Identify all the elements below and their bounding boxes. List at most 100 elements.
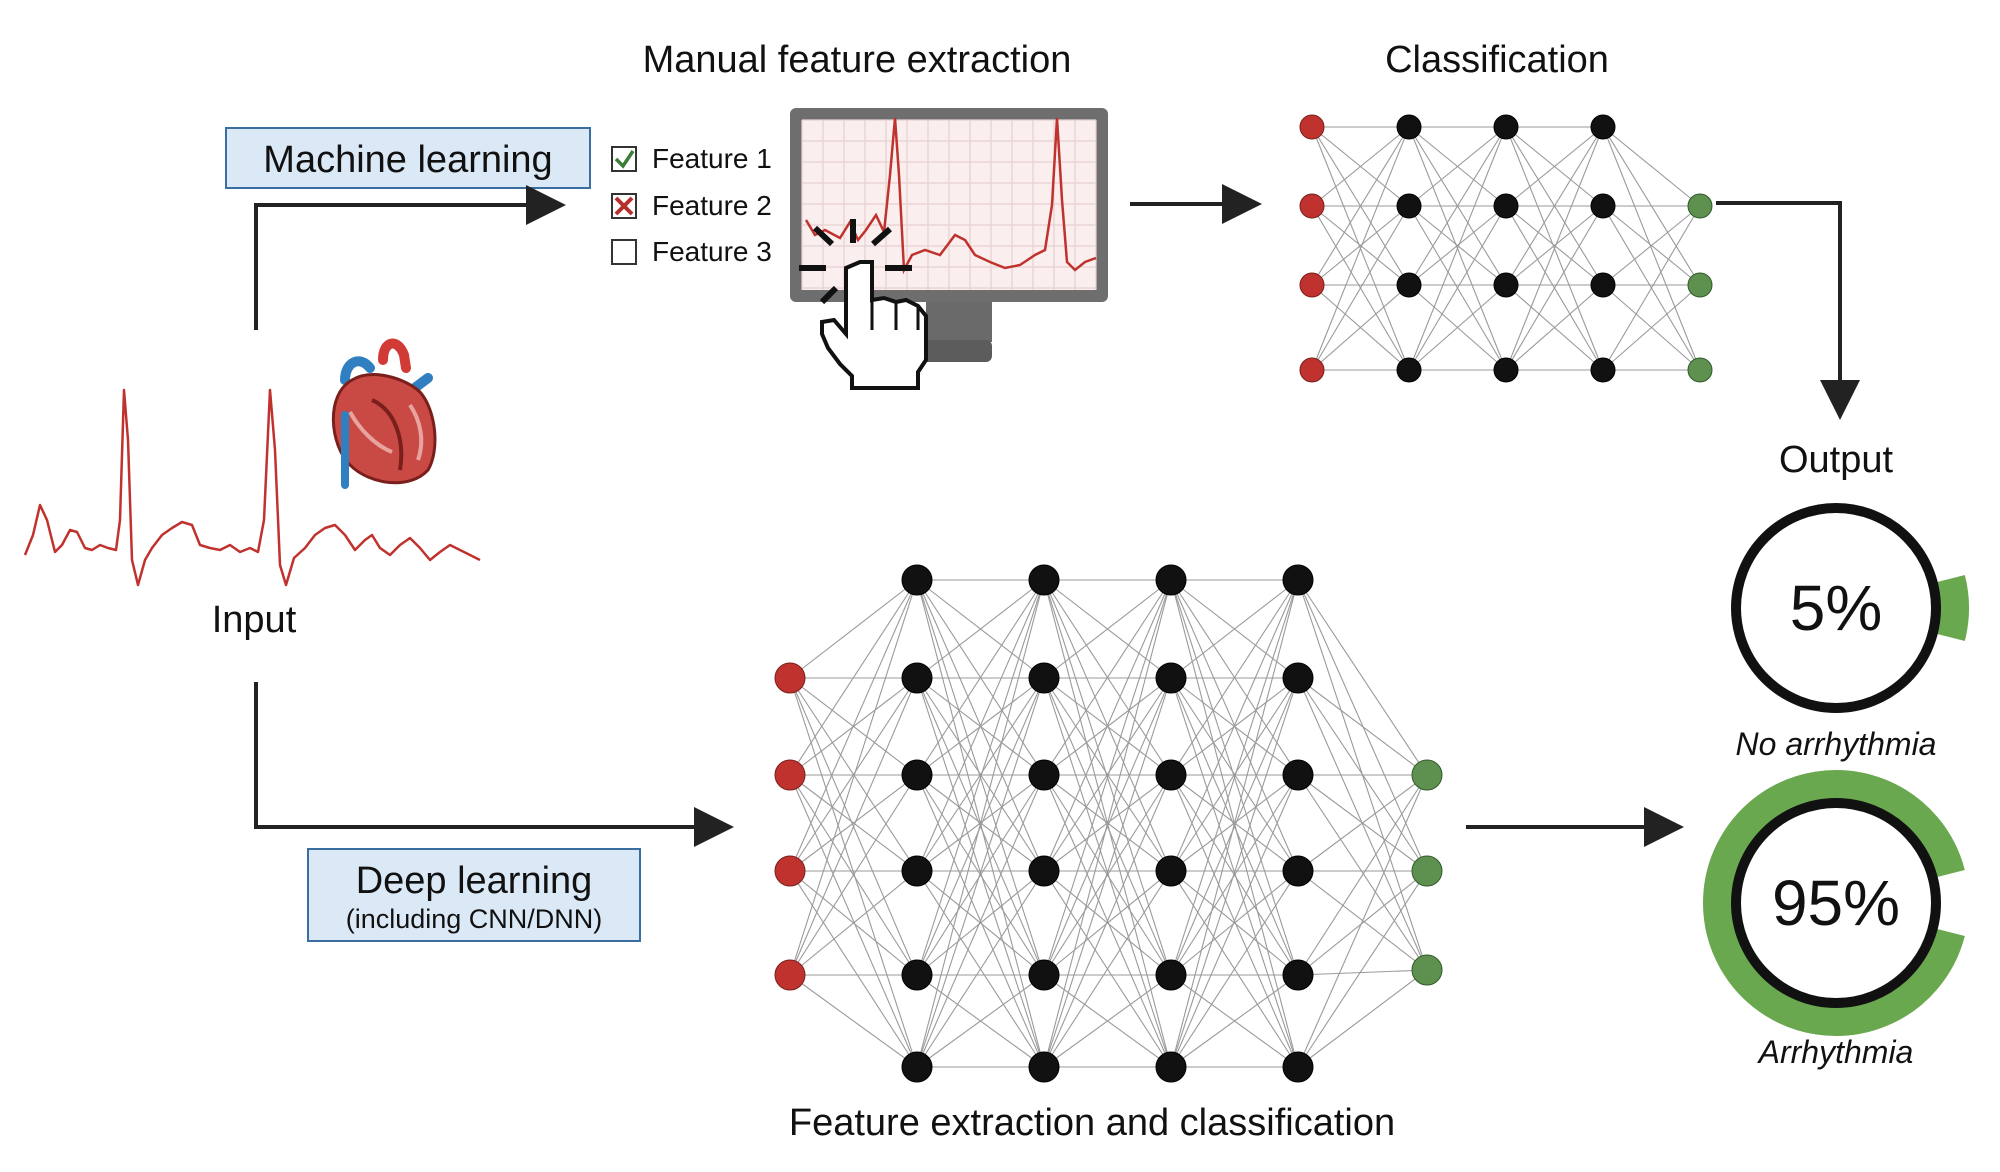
dl-connection	[1043, 677, 1172, 872]
dl-input-node	[774, 855, 806, 887]
dl-hidden-node	[1282, 662, 1314, 694]
dl-connection	[789, 774, 918, 1068]
ml-hidden-node	[1493, 272, 1519, 298]
arrow-input-to-dl	[254, 682, 734, 847]
dl-input-node	[774, 662, 806, 694]
dl-connection	[1043, 579, 1172, 1068]
dl-hidden-node	[901, 662, 933, 694]
dl-connection	[789, 677, 918, 976]
ml-connection	[1408, 126, 1507, 371]
dl-output-node	[1411, 855, 1443, 887]
ml-neural-network	[1299, 114, 1713, 383]
ml-connection	[1408, 126, 1507, 286]
ml-connection	[1505, 284, 1604, 371]
dl-hidden-node	[901, 959, 933, 991]
dl-connection	[789, 579, 918, 872]
dl-connection	[1297, 774, 1428, 872]
ml-hidden-node	[1590, 357, 1616, 383]
dl-connection	[1170, 579, 1299, 976]
ml-output-node	[1687, 272, 1713, 298]
feature-3-label: Feature 3	[652, 236, 772, 267]
dl-connection	[789, 579, 918, 776]
gauge-label-no-arrhythmia: No arrhythmia	[1736, 726, 1937, 762]
feature-1-item[interactable]: Feature 1	[611, 143, 772, 174]
ml-connection	[1311, 126, 1410, 286]
output-gauge-no-arrhythmia: 5% No arrhythmia	[1731, 503, 1969, 762]
title-feature-extraction-and-classification: Feature extraction and classification	[789, 1102, 1395, 1144]
dl-hidden-node	[1155, 759, 1187, 791]
dl-hidden-node	[1028, 759, 1060, 791]
dl-connection	[789, 774, 918, 976]
feature-2-item[interactable]: Feature 2	[611, 190, 772, 221]
title-manual-feature-extraction: Manual feature extraction	[643, 39, 1072, 81]
dl-connection	[916, 579, 1045, 976]
ml-hidden-node	[1493, 357, 1519, 383]
dl-hidden-node	[1028, 855, 1060, 887]
dl-hidden-node	[1282, 959, 1314, 991]
feature-3-item[interactable]: Feature 3	[611, 236, 772, 267]
gauge-arc-arrhythmia	[1703, 770, 1965, 1036]
dl-connection	[789, 579, 918, 679]
ml-connection	[1408, 126, 1507, 207]
dl-connection	[916, 579, 1045, 872]
ml-hidden-node	[1396, 114, 1422, 140]
dl-hidden-node	[1155, 959, 1187, 991]
gauge-value-arrhythmia: 95%	[1772, 867, 1900, 939]
dl-connection	[1297, 579, 1428, 776]
deep-learning-sublabel: (including CNN/DNN)	[346, 904, 603, 934]
ml-connection	[1505, 205, 1604, 286]
title-output: Output	[1779, 439, 1894, 481]
ml-connection	[1311, 126, 1410, 207]
dl-hidden-node	[1282, 855, 1314, 887]
hand-pointer-icon	[799, 219, 928, 390]
gauge-ring-no-arrhythmia	[1731, 503, 1941, 713]
ml-output-node	[1687, 357, 1713, 383]
dl-hidden-node	[1282, 1051, 1314, 1083]
ml-connection	[1311, 126, 1410, 371]
dl-hidden-node	[901, 759, 933, 791]
ml-connection	[1602, 205, 1701, 371]
dl-connections	[789, 579, 1428, 1068]
dl-connection	[916, 677, 1045, 976]
dl-hidden-node	[1028, 564, 1060, 596]
ml-connection	[1408, 284, 1507, 371]
dl-hidden-node	[901, 855, 933, 887]
dl-connection	[789, 774, 918, 872]
dl-output-node	[1411, 954, 1443, 986]
feature-1-label: Feature 1	[652, 143, 772, 174]
heart-icon	[331, 338, 437, 489]
dl-connection	[789, 677, 918, 1068]
ml-connection	[1311, 284, 1410, 371]
ml-input-node	[1299, 193, 1325, 219]
dl-connection	[916, 677, 1045, 872]
dl-hidden-node	[1155, 855, 1187, 887]
ml-hidden-node	[1590, 193, 1616, 219]
dl-connection	[1043, 579, 1172, 776]
ml-hidden-node	[1396, 193, 1422, 219]
ml-connection	[1505, 126, 1604, 207]
dl-connection	[1170, 579, 1299, 679]
dl-hidden-node	[901, 564, 933, 596]
ml-connection	[1602, 126, 1701, 371]
ml-hidden-node	[1493, 193, 1519, 219]
dl-connection	[1170, 677, 1299, 1068]
dl-connection	[1297, 969, 1428, 1068]
dl-hidden-node	[1155, 1051, 1187, 1083]
dl-connection	[916, 870, 1045, 1068]
arrow-classification-to-output	[1716, 201, 1860, 420]
dl-hidden-node	[1282, 759, 1314, 791]
dl-connection	[1043, 677, 1172, 1068]
dl-hidden-node	[901, 1051, 933, 1083]
output-gauge-arrhythmia: 95% Arrhythmia	[1703, 770, 1965, 1070]
dl-hidden-node	[1282, 564, 1314, 596]
checkbox-empty-icon[interactable]	[611, 239, 637, 265]
ml-connection	[1505, 126, 1604, 371]
gauge-value-no-arrhythmia: 5%	[1790, 572, 1883, 644]
ml-connection	[1311, 205, 1410, 286]
dl-connection	[1043, 774, 1172, 1068]
dl-connection	[1297, 870, 1428, 1068]
ml-hidden-node	[1396, 357, 1422, 383]
dl-connection	[916, 974, 1045, 1068]
machine-learning-box: Machine learning	[225, 127, 591, 189]
